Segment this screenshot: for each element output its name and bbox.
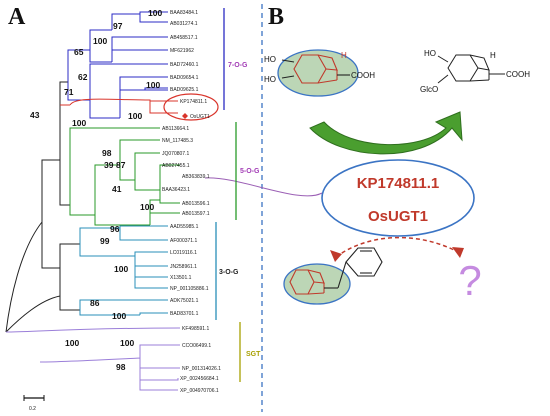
leaf-label: AB013597.1 xyxy=(182,211,210,217)
clade-label-3og: 3-O-G xyxy=(219,269,239,276)
substrate-cooh: COOH xyxy=(351,71,375,80)
leaf-label: JQ070807.1 xyxy=(162,151,189,157)
bootstrap-value: 100 xyxy=(128,111,142,121)
leaf-label: BAD83701.1 xyxy=(170,311,199,317)
tree-backbone xyxy=(41,81,80,311)
leaf-label: BAD09654.1 xyxy=(170,75,199,81)
clade-label-7og: 7-O-G xyxy=(228,62,248,69)
panel-label-a: A xyxy=(8,4,26,30)
bootstrap-value: 100 xyxy=(112,311,126,321)
benzene-ring xyxy=(337,247,383,289)
bootstrap-value: 100 xyxy=(120,338,134,348)
clade-oryza-branches xyxy=(59,98,178,114)
bootstrap-value: 39 xyxy=(104,160,114,170)
phylogenetic-tree: 7-O-G 5-O-G 3-O-G SGT BAA83484.1 AB03127… xyxy=(5,8,323,412)
tree-root-branch xyxy=(5,221,61,333)
bootstrap-value: 41 xyxy=(112,184,122,194)
leaf-label: JN258961.1 xyxy=(170,264,197,270)
osugt1-marker-icon xyxy=(182,113,188,119)
leaf-label: AB027455.1 xyxy=(162,163,190,169)
bootstrap-value: 100 xyxy=(140,202,154,212)
panel-label-b: B xyxy=(268,4,284,30)
bootstrap-value: 62 xyxy=(78,72,88,82)
bootstrap-value: 97 xyxy=(113,21,123,31)
unknown-activity-question-mark: ? xyxy=(458,257,481,304)
product-nh: H xyxy=(490,51,496,60)
bootstrap-value: 87 xyxy=(116,160,126,170)
leaf-label: BAA83484.1 xyxy=(170,10,198,16)
substrate-ho-bottom: HO xyxy=(264,75,276,84)
product-structure xyxy=(437,54,505,84)
leaf-labels: BAA83484.1 AB031274.1 AB458517.1 MF62196… xyxy=(162,10,221,394)
aurone-structure xyxy=(289,269,338,295)
bootstrap-value: 65 xyxy=(74,47,84,57)
leaf-label: BAD72460.1 xyxy=(170,62,199,68)
leaf-label: X13501.1 xyxy=(170,275,192,281)
enzyme-ellipse xyxy=(321,159,475,237)
leaf-label: MF621962 xyxy=(170,48,194,54)
dashed-arc xyxy=(335,236,459,258)
reaction-scheme: HO HO H COOH HO H GlcO COOH KP174811.1 O… xyxy=(264,49,530,305)
bootstrap-value: 96 xyxy=(110,224,120,234)
clade-5og-branches xyxy=(69,127,180,226)
leaf-label: LC019116.1 xyxy=(170,250,197,256)
product-ho: HO xyxy=(424,49,436,58)
leaf-label: BAD09625.1 xyxy=(170,87,199,93)
leaf-label: AB458517.1 xyxy=(170,35,198,41)
clade-label-5og: 5-O-G xyxy=(240,168,260,175)
bootstrap-values: 100 97 100 65 62 100 71 100 43 100 98 39… xyxy=(30,8,162,372)
clade-sgt-branches xyxy=(5,327,181,391)
leaf-label: XP_004970706.1 xyxy=(180,388,219,394)
bootstrap-value: 100 xyxy=(65,338,79,348)
leaf-label: OsUGT1 xyxy=(190,114,210,120)
bootstrap-value: 71 xyxy=(64,87,74,97)
oryza-highlight-ellipse xyxy=(163,93,219,121)
leaf-label: AB113664.1 xyxy=(162,126,189,132)
bootstrap-value: 99 xyxy=(100,236,110,246)
leaf-label: BAA36423.1 xyxy=(162,187,190,193)
clade-3og-branches xyxy=(79,225,168,316)
leaf-label: KP174811.1 xyxy=(180,99,207,105)
leaf-label: XP_002456684.1 xyxy=(180,376,219,382)
bootstrap-value: 100 xyxy=(114,264,128,274)
substrate-structure xyxy=(281,54,350,84)
substrate-nh: H xyxy=(341,51,347,60)
bootstrap-value: 100 xyxy=(148,8,162,18)
bootstrap-value: 100 xyxy=(93,36,107,46)
bootstrap-value: 98 xyxy=(102,148,112,158)
scale-label: 0.2 xyxy=(29,406,36,412)
clade-7og-branches xyxy=(67,11,168,119)
bootstrap-value: 100 xyxy=(146,80,160,90)
leaf-label: AF000371.1 xyxy=(170,238,197,244)
clade-5og-connector xyxy=(204,177,323,197)
bootstrap-value: 86 xyxy=(90,298,100,308)
leaf-label: CCO06499.1 xyxy=(182,343,211,349)
reaction-arrow-icon xyxy=(309,111,463,155)
leaf-label: NP_001314026.1 xyxy=(182,366,221,372)
leaf-label: AB013596.1 xyxy=(182,201,210,207)
leaf-label: KF498591.1 xyxy=(182,326,209,332)
bootstrap-value: 100 xyxy=(72,118,86,128)
compound-highlight xyxy=(283,263,351,305)
enzyme-gene-id: KP174811.1 xyxy=(357,175,440,192)
leaf-label: AAD55985.1 xyxy=(170,224,199,230)
leaf-label: AB363839.1 xyxy=(182,174,210,180)
leaf-label: NM_117485.3 xyxy=(162,138,193,144)
dashed-arrowhead-right-icon xyxy=(452,247,464,258)
product-cooh: COOH xyxy=(506,70,530,79)
substrate-ho-top: HO xyxy=(264,55,276,64)
leaf-label: ADK75021.1 xyxy=(170,298,199,304)
bootstrap-value: 98 xyxy=(116,362,126,372)
leaf-label: NP_001105886.1 xyxy=(170,286,209,292)
enzyme-name: OsUGT1 xyxy=(368,208,428,225)
product-glco: GlcO xyxy=(420,85,438,94)
leaf-label: AB031274.1 xyxy=(170,21,198,27)
bootstrap-value: 43 xyxy=(30,110,40,120)
dashed-arrowhead-left-icon xyxy=(330,250,342,262)
clade-label-sgt: SGT xyxy=(246,351,261,358)
